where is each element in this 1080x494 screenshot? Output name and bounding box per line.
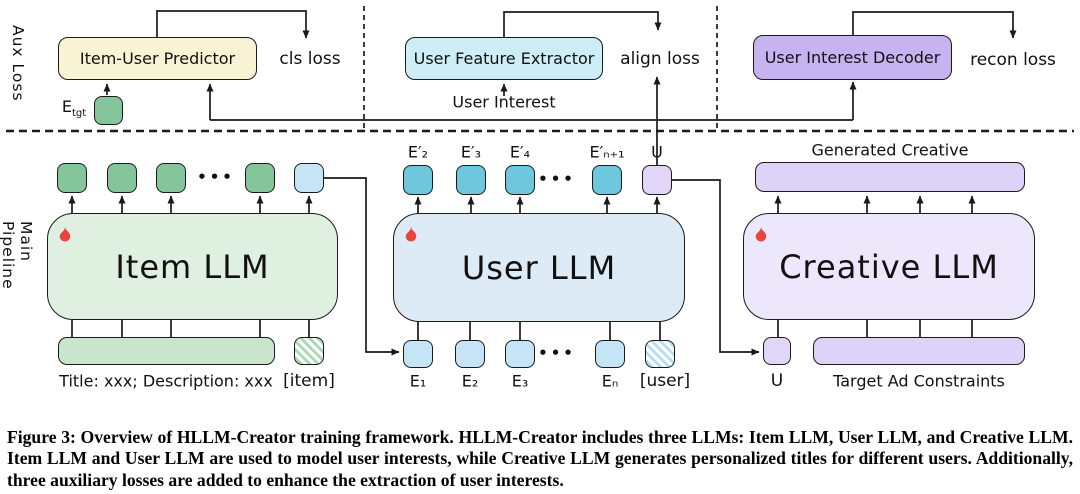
etgt-base: E [61, 96, 72, 116]
creative-u-input-token [763, 337, 791, 365]
arrow-predictor-to-cls-loss [156, 10, 310, 39]
main-pipeline-section-label: Main Pipeline [0, 221, 35, 290]
item-output-token [57, 163, 87, 193]
user-output-token [592, 165, 622, 195]
item-special-token [294, 337, 324, 365]
user-output-token [403, 165, 433, 195]
user-feature-extractor-box: User Feature Extractor [405, 37, 603, 80]
user-input-token [455, 340, 485, 368]
user-interest-decoder-box: User Interest Decoder [753, 35, 952, 80]
align-loss-label: align loss [620, 49, 700, 69]
item-input-caption: Title: xxx; Description: xxx [59, 371, 273, 391]
item-output-token [107, 163, 137, 193]
user-input-token [595, 340, 625, 368]
figure-caption: Figure 3: Overview of HLLM-Creator train… [7, 426, 1073, 491]
arrow-extractor-to-align-loss [503, 11, 662, 37]
user-input-label: E₂ [461, 371, 479, 391]
user-input-token [403, 340, 433, 368]
recon-loss-label: recon loss [970, 50, 1056, 70]
item-output-token [245, 163, 275, 193]
creative-llm-box: Creative LLM [743, 213, 1035, 320]
target-ad-constraints-label: Target Ad Constraints [833, 371, 1005, 391]
user-interest-token [642, 165, 672, 195]
user-special-token [645, 340, 675, 368]
user-input-label: Eₙ [601, 371, 619, 391]
item-output-token [156, 163, 186, 193]
user-input-label: E₃ [511, 371, 529, 391]
ellipsis: ••• [538, 344, 576, 362]
fire-icon [405, 226, 417, 242]
ellipsis: ••• [538, 170, 576, 188]
item-embedding-token [294, 163, 324, 193]
user-output-token [456, 165, 486, 195]
user-output-label: E′₂ [407, 142, 429, 162]
etgt-label: Etgt [62, 97, 86, 119]
user-output-label: E′₃ [460, 142, 482, 162]
etgt-sub: tgt [71, 108, 87, 120]
user-input-label: E₁ [409, 371, 427, 391]
etgt-token [94, 96, 123, 125]
generated-creative-bar [755, 162, 1025, 192]
user-input-token [505, 340, 535, 368]
item-llm-box: Item LLM [47, 213, 338, 320]
cls-loss-label: cls loss [279, 49, 341, 69]
fire-icon [755, 226, 767, 242]
aux-loss-section-label: Aux Loss [9, 24, 27, 102]
ellipsis: ••• [197, 168, 235, 186]
fire-icon [59, 226, 71, 242]
user-output-token [505, 165, 535, 195]
u-token-label: U [770, 371, 784, 391]
item-user-predictor-box: Item-User Predictor [58, 37, 257, 80]
user-llm-box: User LLM [393, 213, 685, 322]
user-output-label: E′₄ [509, 142, 531, 162]
user-interest-label: User Interest [452, 92, 556, 112]
target-ad-constraints-bar [813, 337, 1025, 365]
generated-creative-label: Generated Creative [811, 140, 969, 160]
user-output-label: U [651, 142, 663, 162]
user-output-label: E′ₙ₊₁ [589, 142, 625, 162]
item-text-input-bar [58, 337, 275, 365]
user-token-label: [user] [639, 371, 691, 391]
item-token-label: [item] [283, 371, 335, 391]
